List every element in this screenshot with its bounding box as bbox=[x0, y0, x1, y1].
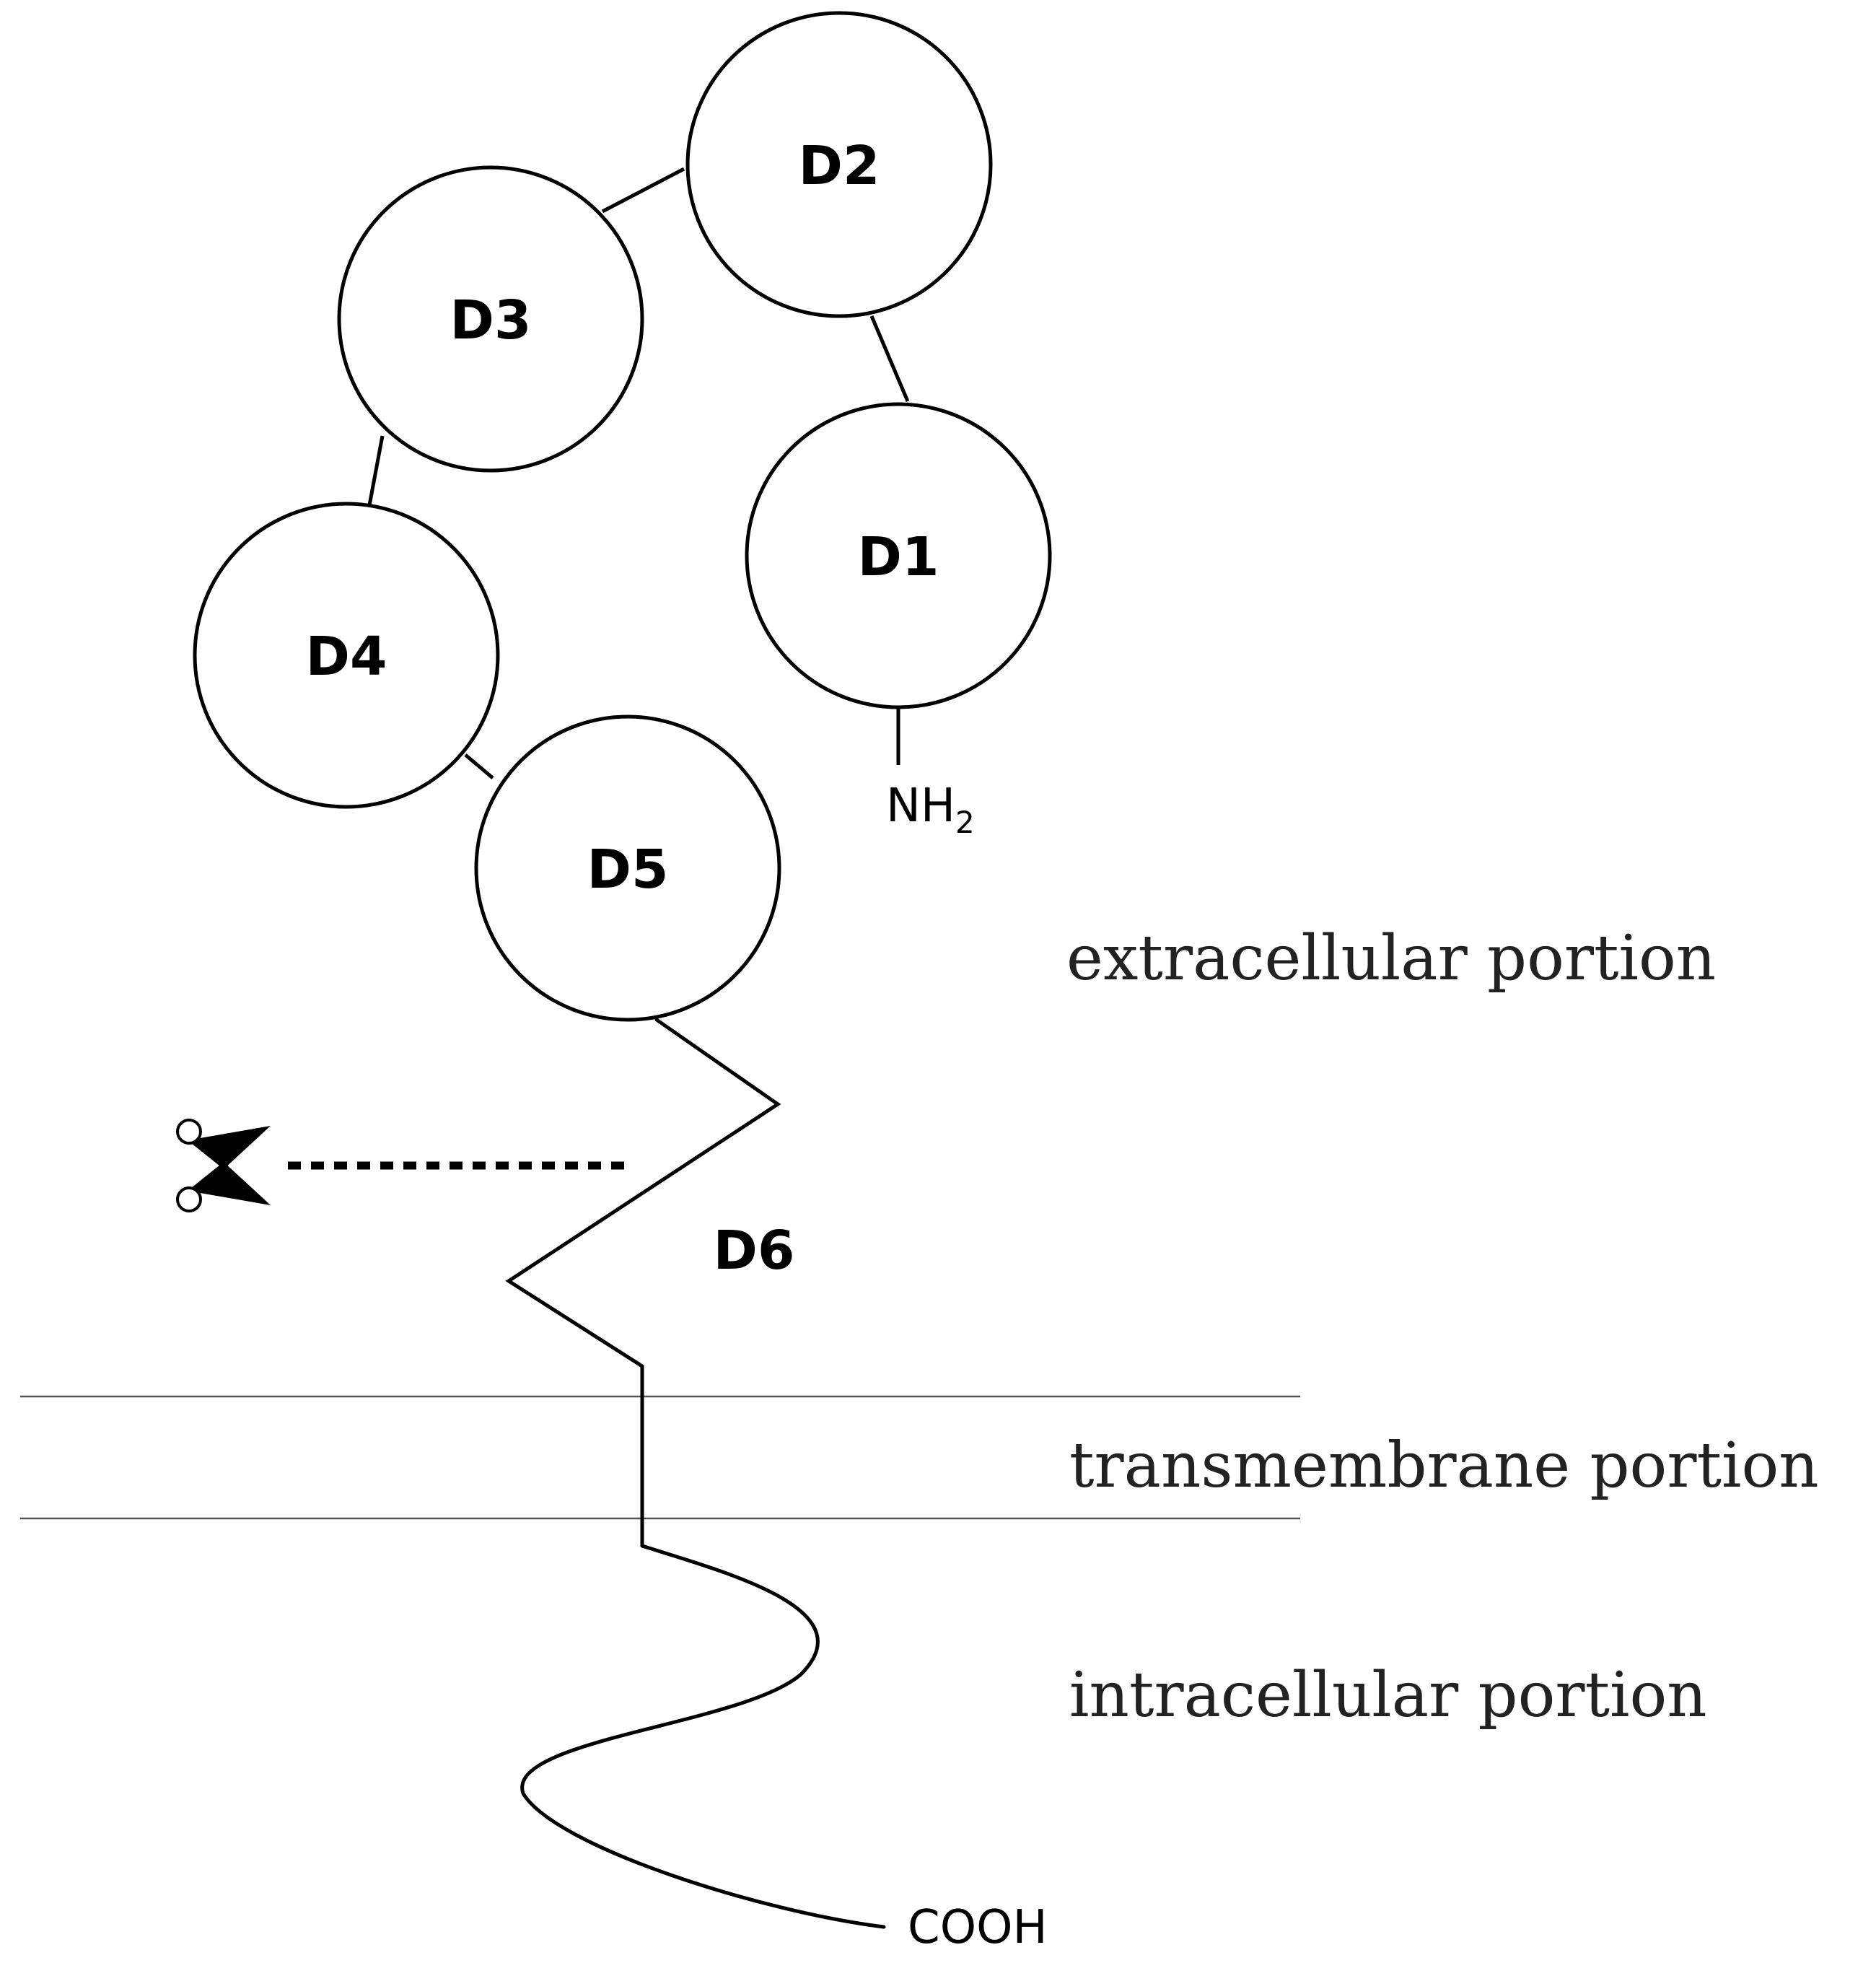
d6-stalk-chain bbox=[505, 1018, 781, 1548]
transmembrane-region-label: transmembrane portion bbox=[1069, 1430, 1819, 1502]
domain-d2: D2 bbox=[685, 11, 993, 318]
domain-d6-label: D6 bbox=[714, 1220, 795, 1282]
domain-d3: D3 bbox=[337, 165, 644, 473]
intracellular-region-label: intracellular portion bbox=[1069, 1659, 1707, 1731]
domain-d2-circle bbox=[685, 11, 993, 318]
domain-d1-circle bbox=[745, 402, 1052, 709]
c-terminus-label: COOH bbox=[908, 1901, 1048, 1954]
linker-d4-d5 bbox=[464, 753, 494, 779]
domain-d2-label: D2 bbox=[799, 135, 880, 197]
scissors-upper-blade bbox=[188, 1126, 271, 1169]
intracellular-tail bbox=[520, 1544, 886, 1929]
scissors-icon bbox=[176, 1119, 271, 1212]
n-terminus-text: NH bbox=[886, 779, 955, 833]
domain-d4-circle bbox=[193, 502, 500, 809]
linker-d1-d2 bbox=[869, 315, 910, 402]
domain-d5-label: D5 bbox=[587, 839, 669, 901]
n-terminus-label: NH2 bbox=[886, 779, 975, 840]
domain-d5: D5 bbox=[474, 714, 781, 1022]
domain-d1-label: D1 bbox=[858, 526, 939, 588]
domain-d5-circle bbox=[474, 714, 781, 1022]
domain-d3-label: D3 bbox=[450, 289, 532, 351]
scissors-upper-handle bbox=[176, 1119, 202, 1145]
n-terminus-subscript: 2 bbox=[955, 805, 975, 840]
domain-d3-circle bbox=[337, 165, 644, 473]
domain-d4: D4 bbox=[193, 502, 500, 809]
scissors-lower-blade bbox=[188, 1162, 271, 1205]
linker-d2-d3 bbox=[601, 167, 685, 214]
extracellular-region-label: extracellular portion bbox=[1066, 922, 1716, 994]
domain-d1: D1 bbox=[745, 402, 1052, 709]
linker-d3-d4 bbox=[367, 435, 385, 506]
domain-d4-label: D4 bbox=[306, 626, 387, 688]
scissors-lower-handle bbox=[176, 1186, 202, 1212]
